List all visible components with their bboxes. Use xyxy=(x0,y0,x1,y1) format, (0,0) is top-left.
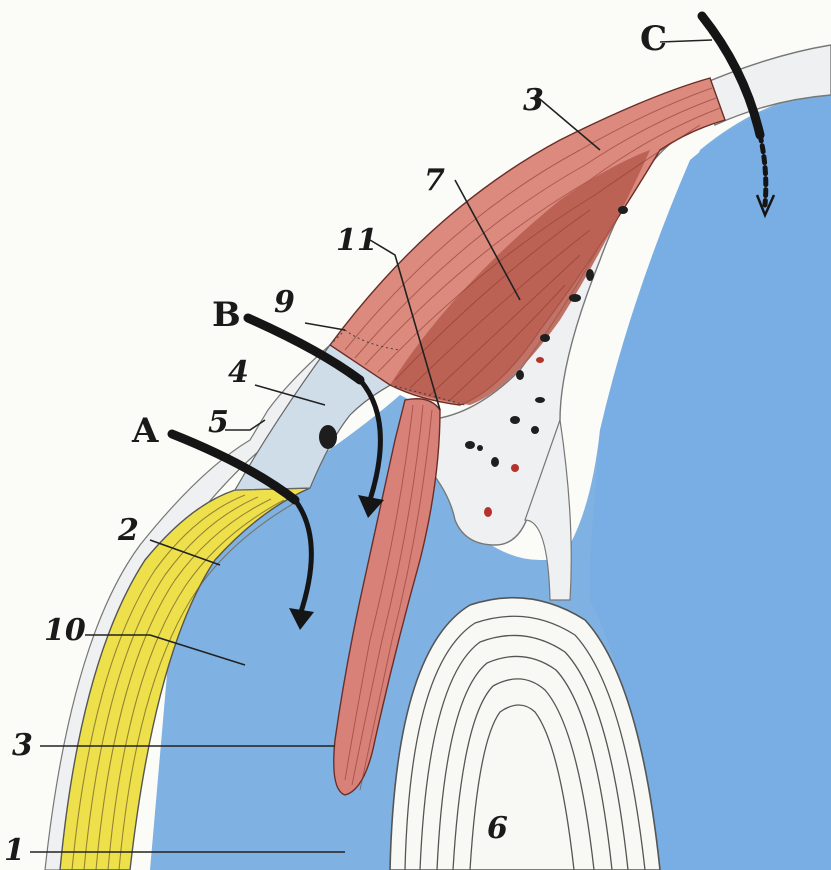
label-5: 5 xyxy=(208,405,229,440)
label-11: 11 xyxy=(336,223,378,258)
label-1: 1 xyxy=(4,833,25,868)
label-a: A xyxy=(131,411,159,451)
label-c: C xyxy=(640,19,667,59)
label-7: 7 xyxy=(424,163,445,198)
label-3-top: 3 xyxy=(523,83,544,118)
label-b: B xyxy=(212,295,241,335)
label-6: 6 xyxy=(487,811,508,846)
schlemm-canal xyxy=(319,425,337,449)
label-3: 3 xyxy=(12,728,33,763)
label-9: 9 xyxy=(274,285,295,320)
label-4: 4 xyxy=(228,355,249,390)
label-10: 10 xyxy=(44,613,86,648)
label-2: 2 xyxy=(117,513,139,548)
